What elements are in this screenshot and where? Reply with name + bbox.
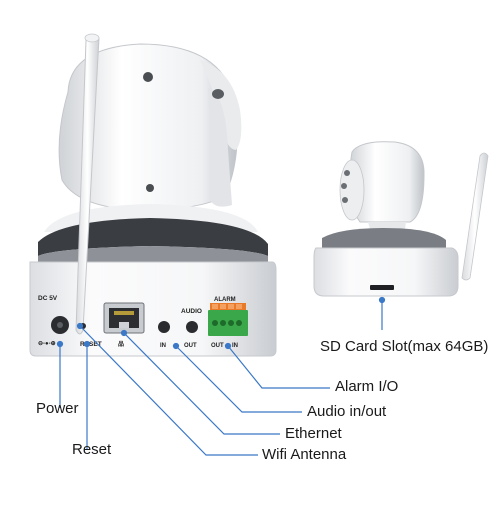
callout-lines <box>56 296 386 456</box>
audio-callout-line <box>175 345 302 413</box>
ethernet-symbol: 品 <box>118 340 124 348</box>
base-ring <box>38 218 268 256</box>
reset-callout: Reset <box>72 441 112 458</box>
ethernet-callout: Ethernet <box>285 425 342 442</box>
audio-out-jack <box>186 321 198 333</box>
power-polarity-symbol: ⊖-●-⊕ <box>38 341 56 347</box>
power-callout: Power <box>36 400 79 417</box>
alarm-io-callout: Alarm I/O <box>335 378 399 395</box>
audio-in-label: IN <box>160 343 166 349</box>
audio-in-jack <box>158 321 170 333</box>
camera-side-view <box>313 141 489 297</box>
alarm-out-label: OUT <box>211 343 224 349</box>
wifi-antenna-callout: Wifi Antenna <box>262 446 347 463</box>
alarm-callout-line <box>227 345 330 389</box>
power-jack-label: DC 5V <box>38 295 58 302</box>
alarm-label: ALARM <box>214 297 236 303</box>
reset-label: RESET <box>80 341 102 348</box>
audio-label: AUDIO <box>181 308 202 315</box>
ethernet-callout-line <box>123 332 280 435</box>
camera-back-view: DC 5V ⊖-●-⊕ RESET 品 AUDIO IN OUT ALARM O… <box>29 33 277 357</box>
head-screw-hole <box>146 184 154 192</box>
alarm-in-label: IN <box>232 343 238 349</box>
sd-card-slot <box>370 285 394 290</box>
audio-io-callout: Audio in/out <box>307 403 387 420</box>
audio-out-label: OUT <box>184 343 197 349</box>
head-screw-hole <box>143 72 153 82</box>
sd-card-slot-callout: SD Card Slot(max 64GB) <box>320 338 489 355</box>
wifi-antenna-callout-line <box>79 325 258 456</box>
